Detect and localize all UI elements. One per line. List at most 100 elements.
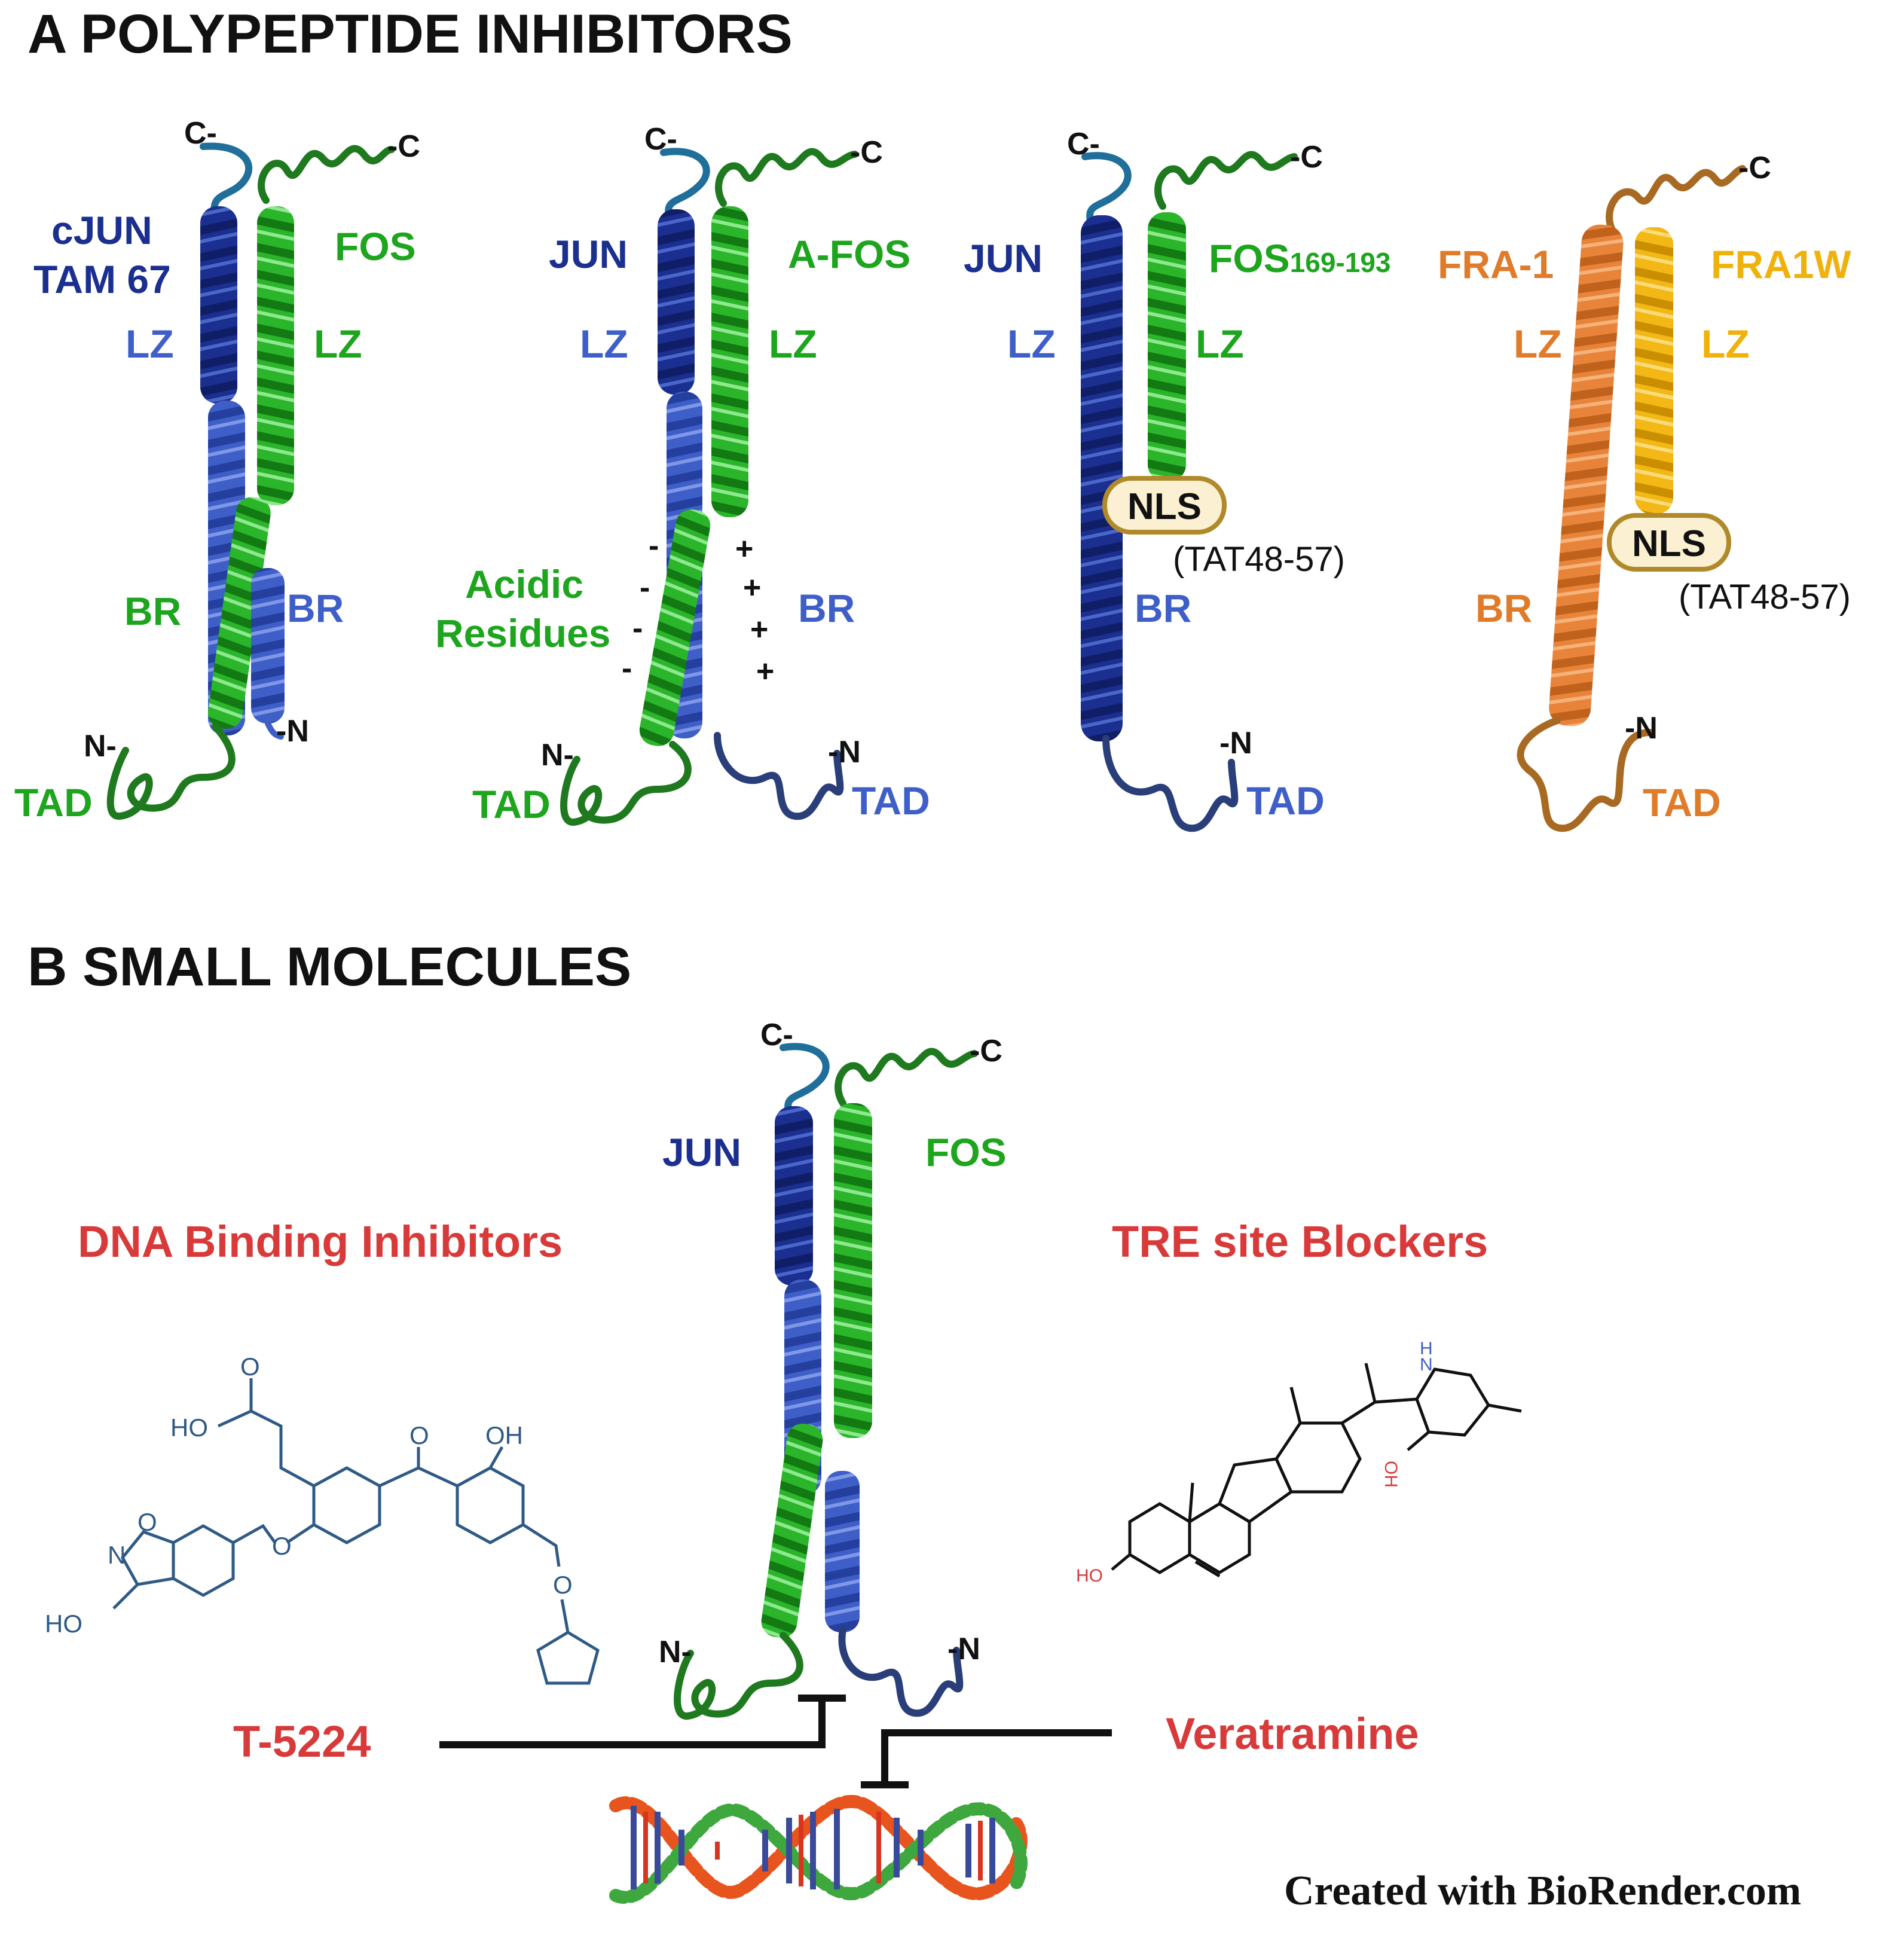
carboxyl-oh-bond <box>217 1409 252 1428</box>
tat-label: (TAT48-57) <box>1173 540 1345 579</box>
lz-right-label: LZ <box>314 322 362 366</box>
c-right-label: -C <box>387 129 420 164</box>
nls-label: NLS <box>1632 523 1706 564</box>
piperidine-methyl <box>1488 1403 1522 1413</box>
atom-ho-carboxyl: HO <box>170 1413 208 1442</box>
veratramine-atom-labels: H N OH HO <box>1076 1339 1433 1586</box>
dna-binding-inhibitors-label: DNA Binding Inhibitors <box>78 1217 563 1266</box>
jun-label: JUN <box>662 1130 741 1174</box>
tad-right-label: TAD <box>852 778 930 823</box>
c-right-label: -C <box>970 1034 1002 1068</box>
jun-c-tail <box>1081 152 1132 226</box>
ring-a <box>1128 1502 1191 1574</box>
br-left-label: BR <box>124 589 181 633</box>
ho-isoxazole-bond <box>112 1583 139 1610</box>
nls-label: NLS <box>1127 486 1202 527</box>
propanoic-chain <box>250 1409 315 1488</box>
atom-h-amine: H <box>1420 1339 1433 1358</box>
ring-d-aromatic <box>1274 1421 1362 1494</box>
tad-label: TAD <box>1246 778 1325 823</box>
atom-ho-isoxazole: HO <box>45 1610 82 1638</box>
t5224-atom-labels: O HO O OH O O O N HO <box>45 1353 573 1638</box>
cjun-c-tail <box>200 142 252 219</box>
jun-helix-dark <box>658 209 695 395</box>
atom-oh-veratramine: OH <box>1381 1461 1401 1488</box>
c-right-label: -C <box>1738 151 1771 185</box>
fos-c-tail <box>1154 151 1298 210</box>
cyclopentyl-ether-bond <box>522 1523 561 1567</box>
minus-sign-3: - <box>632 611 643 646</box>
fos-c-tail <box>258 145 395 204</box>
atom-n-amine: N <box>1420 1355 1433 1375</box>
dna-strand-1 <box>609 1794 1028 1901</box>
afos-helix-lower <box>639 509 711 746</box>
methyl-ring-d <box>1289 1387 1302 1424</box>
veratramine-inhibition-line <box>881 1729 1112 1785</box>
cjun-helix-dark <box>200 206 237 404</box>
lz-left-label: LZ <box>1007 322 1056 366</box>
fos-helix-lower <box>207 497 271 729</box>
isoxazole-ring <box>120 1530 175 1586</box>
fos-c-tail <box>835 1048 978 1107</box>
construct-jun-afos: C- -C JUN A-FOS LZ LZ Acidic Residues - … <box>435 122 930 826</box>
veratramine-structure <box>1111 1363 1522 1578</box>
plus-sign-3: + <box>750 612 768 647</box>
dna-base-pairs <box>631 1806 995 1889</box>
lz-right-label: LZ <box>1196 322 1244 366</box>
jun-n-tail <box>838 1626 964 1717</box>
jun-c-tail <box>780 1043 830 1117</box>
methyl-ring-a <box>1188 1482 1194 1522</box>
panel-b-heading: B SMALL MOLECULES <box>27 936 631 997</box>
atom-oh-phenol: OH <box>485 1421 523 1449</box>
side-chain <box>1341 1397 1417 1425</box>
fra1-c-tail <box>1606 165 1746 237</box>
jun-label: JUN <box>549 232 628 276</box>
veratramine-label: Veratramine <box>1166 1709 1419 1758</box>
br-right-label: BR <box>798 586 855 630</box>
fos-helix-lower <box>761 1423 823 1638</box>
n-right-label: -N <box>1625 711 1658 746</box>
ketone-bridge <box>378 1466 459 1488</box>
atom-o-ketone: O <box>409 1421 429 1449</box>
afos-helix <box>711 206 748 517</box>
ether-to-ring-bond <box>286 1523 315 1544</box>
benzyl-ether-bond <box>232 1524 277 1544</box>
n-left-label: N- <box>84 729 117 764</box>
atom-o-benzyl-ether: O <box>272 1532 292 1560</box>
tre-site-blockers-label: TRE site Blockers <box>1112 1217 1488 1266</box>
benzisoxazole-benzene-ring <box>172 1524 235 1597</box>
atom-ho-veratramine: HO <box>1076 1566 1103 1586</box>
afos-label: A-FOS <box>788 232 910 276</box>
tam67-label: TAM 67 <box>33 257 171 301</box>
afos-c-tail <box>715 148 858 207</box>
jun-n-tail <box>714 732 844 820</box>
construct-jun-fos169-193: C- -C JUN FOS169-193 LZ LZ NLS (TAT48-57… <box>964 127 1391 832</box>
cjun-n-stub <box>265 721 284 740</box>
tat-label: (TAT48-57) <box>1679 578 1851 616</box>
c-left-label: C- <box>644 122 677 157</box>
jun-helix <box>1081 215 1123 741</box>
c-right-label: -C <box>850 135 883 170</box>
phenol-oh-bond <box>488 1446 504 1469</box>
fos169-subscript: 169-193 <box>1290 247 1391 278</box>
tad-left-label: TAD <box>472 782 551 826</box>
fos169-label: FOS169-193 <box>1209 236 1391 280</box>
plus-sign-4: + <box>756 654 774 689</box>
atom-o-cyclopentyl: O <box>553 1571 573 1599</box>
lz-right-label: LZ <box>1701 322 1750 366</box>
c-left-label: C- <box>1067 127 1100 161</box>
atom-o-isoxazole: O <box>137 1508 157 1536</box>
n-right-label: -N <box>1219 726 1252 761</box>
construct-cjun-tam67-fos: C- -C cJUN TAM 67 FOS LZ LZ BR BR N- -N … <box>14 116 420 825</box>
n-right-label: -N <box>828 735 861 770</box>
o-to-cyclopentane-bond <box>560 1599 570 1633</box>
minus-sign-2: - <box>640 570 650 605</box>
fra1-label: FRA-1 <box>1438 242 1554 286</box>
jun-n-tail <box>1102 735 1239 832</box>
tad-label: TAD <box>1643 780 1721 825</box>
fos-helix <box>257 206 294 505</box>
jun-c-tail <box>660 148 710 222</box>
residues-label: Residues <box>435 611 610 655</box>
ho-bond <box>1111 1553 1131 1571</box>
dna-base-pairs-red <box>643 1812 983 1886</box>
